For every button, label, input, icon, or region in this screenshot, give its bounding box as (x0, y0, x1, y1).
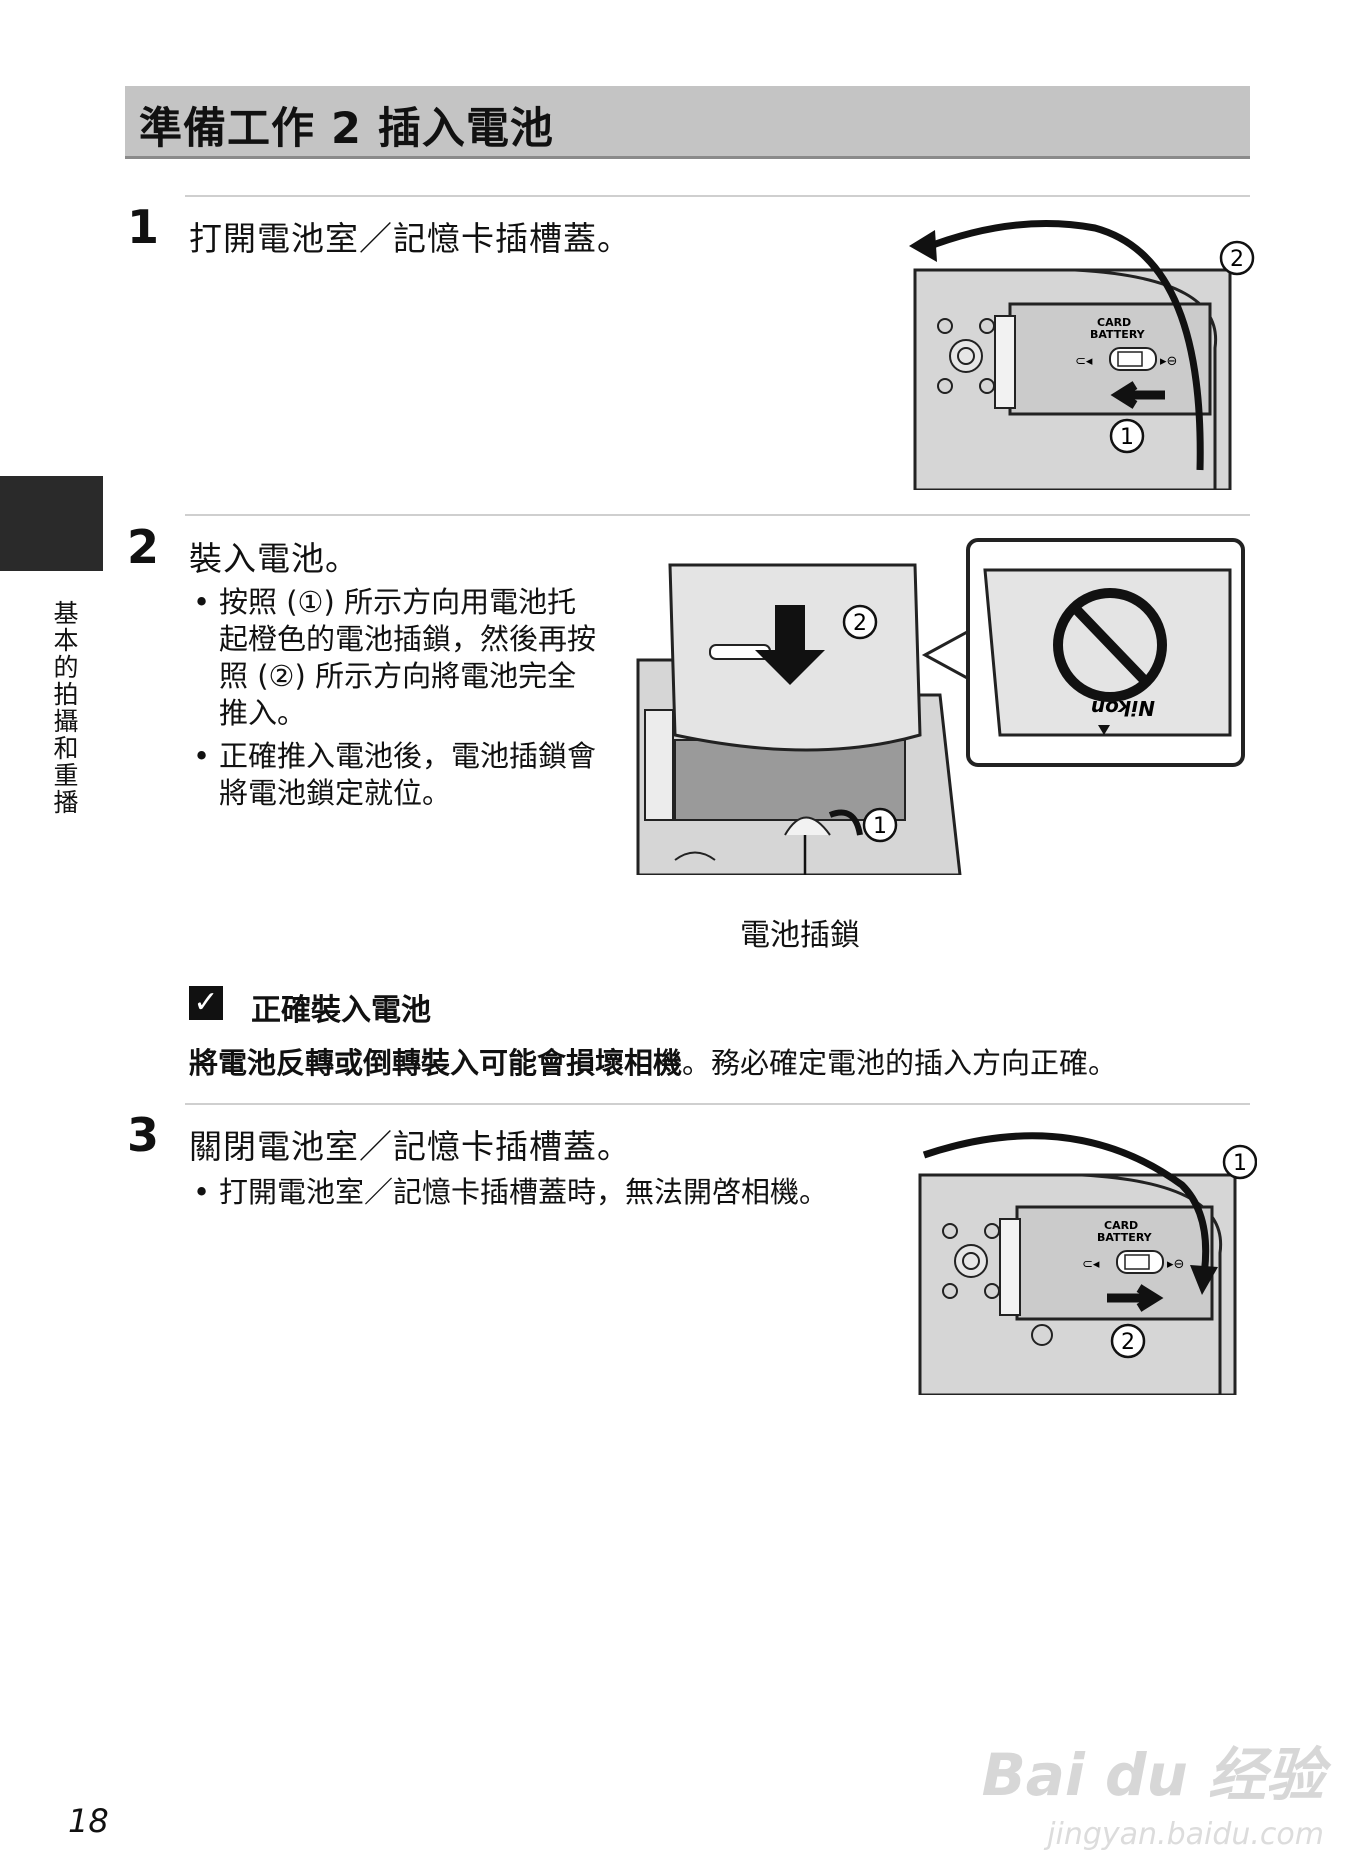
divider (185, 514, 1250, 516)
note-warning: 將電池反轉或倒轉裝入可能會損壞相機 (189, 1046, 683, 1080)
cover-latch (1116, 1250, 1164, 1274)
callout-2-icon (842, 604, 878, 640)
note-title: 正確裝入電池 (251, 993, 431, 1028)
callout-1-label: 1 (873, 814, 887, 839)
callout-1-icon (1109, 418, 1145, 454)
step-2-text: 裝入電池。 (189, 539, 359, 578)
divider (185, 195, 1250, 197)
step-1-text: 打開電池室／記憶卡插槽蓋。 (189, 219, 631, 258)
step-2-bullet-2: • 正確推入電池後，電池插鎖會 將電池鎖定就位。 (193, 738, 597, 812)
callout-1-icon (862, 807, 898, 843)
bullet-line: 正確推入電池後，電池插鎖會 (219, 739, 597, 773)
checkmark-icon: ✓ (189, 986, 223, 1020)
rotate-arrow-icon (922, 1132, 1210, 1276)
slide-arrow-icon (1110, 381, 1165, 409)
bullet-line: 照 (②) 所示方向將電池完全 (219, 659, 577, 693)
bullet-dot: • (193, 585, 211, 619)
step-1-number: 1 (127, 200, 160, 254)
tripod-socket (954, 1244, 988, 1278)
tripod-socket (949, 339, 983, 373)
cover-latch (1109, 347, 1157, 371)
card-label: CARD (1104, 1219, 1138, 1232)
step-3-text: 關閉電池室／記憶卡插槽蓋。 (189, 1127, 631, 1166)
step-3-number: 3 (127, 1108, 160, 1162)
bullet-line: 推入。 (219, 696, 307, 730)
lock-symbol: ⊂◂ (1082, 1257, 1100, 1272)
open-cover-illustration: CARD BATTERY ⊂◂ ▸⊖ 1 2 (909, 220, 1255, 490)
callout-2-label: 2 (853, 611, 867, 636)
insert-arrow-icon (755, 605, 825, 685)
divider (185, 1103, 1250, 1105)
bullet-line: 打開電池室／記憶卡插槽蓋時，無法開啓相機。 (219, 1175, 829, 1209)
callout-2-icon (1219, 240, 1255, 276)
battery-chamber (674, 739, 906, 821)
battery-latch-caption: 電池插鎖 (740, 918, 860, 953)
battery-label: BATTERY (1097, 1231, 1153, 1244)
bullet-line: 按照 (①) 所示方向用電池托 (219, 585, 577, 619)
unlock-symbol: ▸⊖ (1167, 1257, 1184, 1272)
battery-latch (784, 816, 831, 836)
prohibited-icon (1053, 588, 1167, 702)
page-title: 準備工作 2 插入電池 (139, 104, 554, 154)
callout-1-label: 1 (1233, 1151, 1247, 1176)
title-bar: 準備工作 2 插入電池 (125, 86, 1250, 159)
battery-label: BATTERY (1090, 328, 1146, 341)
side-tab-label: 基本的拍攝和重播 (50, 600, 79, 816)
slide-arrow-icon (1107, 1284, 1164, 1312)
watermark-logo: Bai du 经验 (981, 1741, 1324, 1809)
unlock-symbol: ▸⊖ (1160, 354, 1177, 369)
callout-1-icon (1222, 1144, 1257, 1180)
bullet-line: 將電池鎖定就位。 (219, 776, 452, 810)
note-body: 將電池反轉或倒轉裝入可能會損壞相機。務必確定電池的插入方向正確。 (189, 1040, 1117, 1082)
callout-2-icon (1110, 1323, 1146, 1359)
page-number: 18 (68, 1802, 109, 1840)
rotate-arrow-icon (923, 220, 1204, 471)
callout-2-label: 2 (1121, 1330, 1135, 1355)
card-label: CARD (1097, 316, 1131, 329)
insert-battery-illustration: 2 1 Nikon (636, 538, 1245, 875)
side-tab-marker (0, 476, 103, 571)
lock-symbol: ⊂◂ (1075, 354, 1093, 369)
close-cover-illustration: CARD BATTERY ⊂◂ ▸⊖ 1 2 (918, 1132, 1257, 1395)
bullet-dot: • (193, 1175, 211, 1209)
step-3-bullet-1: • 打開電池室／記憶卡插槽蓋時，無法開啓相機。 (193, 1174, 829, 1211)
bullet-dot: • (193, 739, 211, 773)
callout-1-label: 1 (1120, 425, 1134, 450)
note-instruction: 。務必確定電池的插入方向正確。 (682, 1046, 1118, 1080)
step-2-bullet-1: • 按照 (①) 所示方向用電池托 起橙色的電池插鎖，然後再按 照 (②) 所示… (193, 584, 597, 732)
bullet-line: 起橙色的電池插鎖，然後再按 (219, 622, 597, 656)
callout-2-label: 2 (1230, 247, 1244, 272)
watermark-url: jingyan.baidu.com (1047, 1817, 1324, 1852)
latch-arrow-icon (828, 809, 863, 836)
step-2-number: 2 (127, 520, 160, 574)
